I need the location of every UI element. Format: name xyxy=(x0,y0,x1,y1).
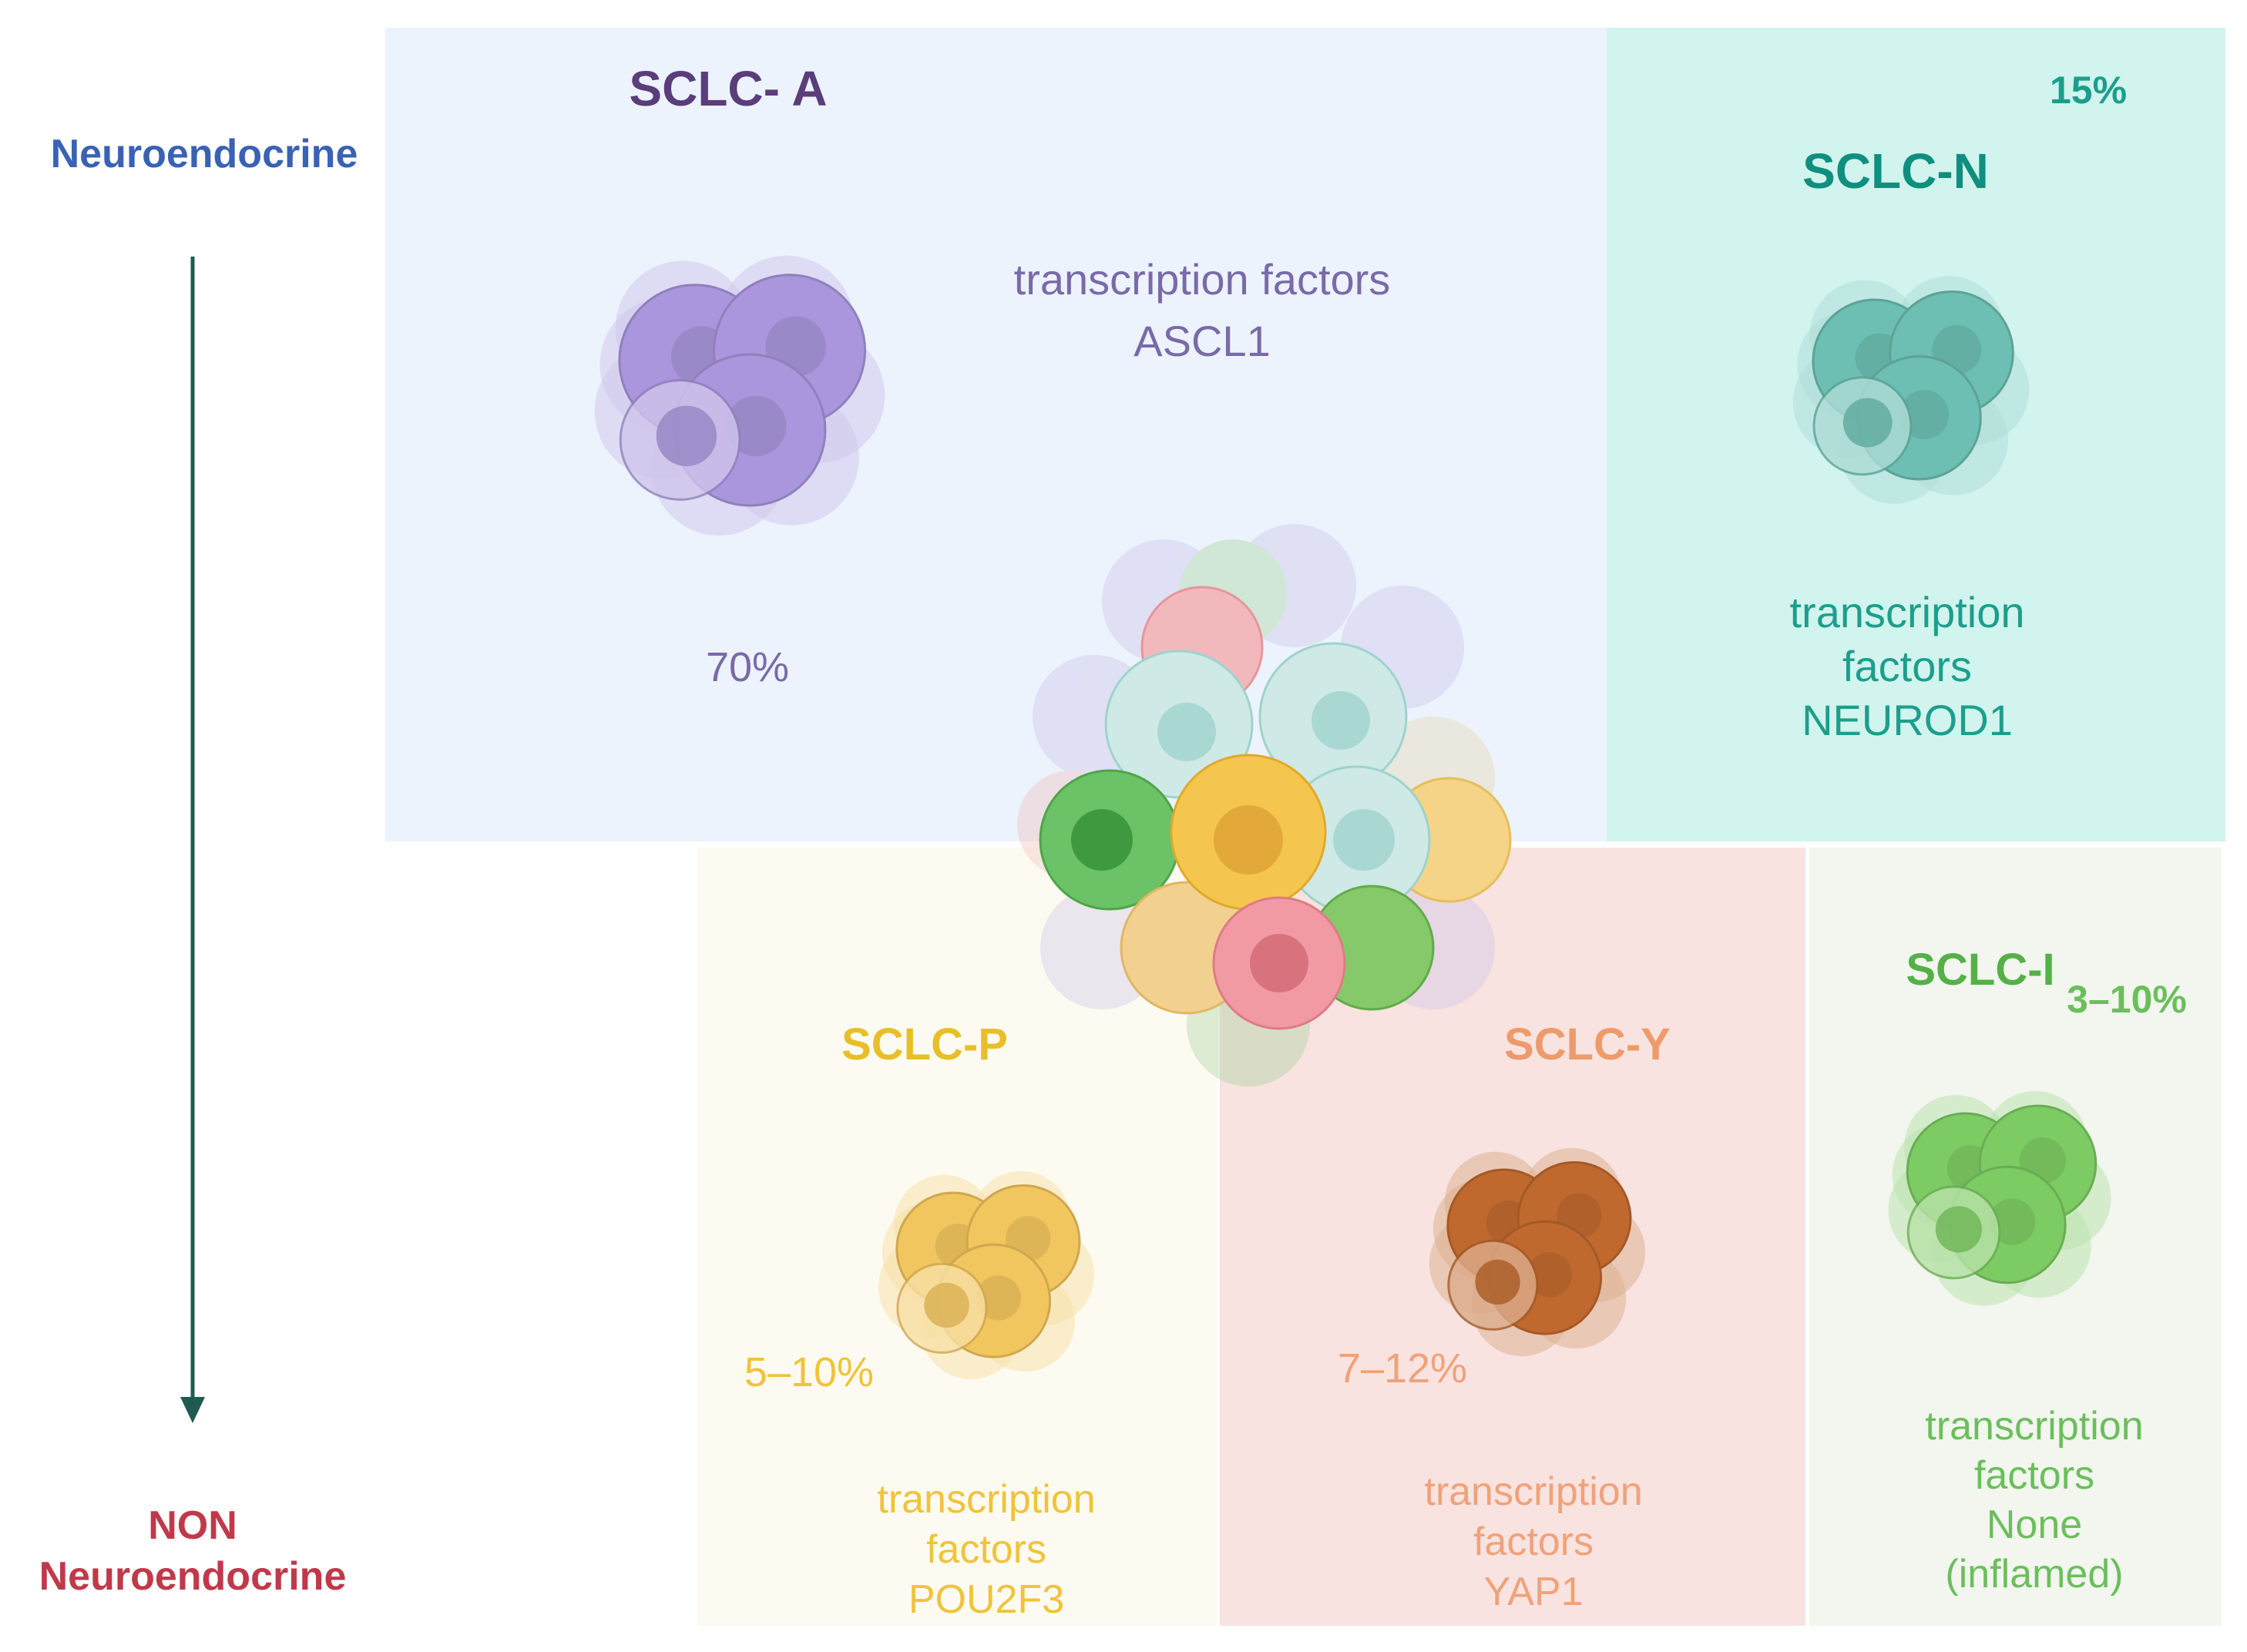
sclc-n-cell-cluster-icon xyxy=(1792,276,2030,504)
sclc-y-tf-line2: factors xyxy=(1473,1519,1594,1564)
sclc-p-tf-name: POU2F3 xyxy=(908,1577,1065,1622)
sclc-y-tf-heading: transcription xyxy=(1424,1469,1643,1514)
mixed-tumor-cell-cluster-icon xyxy=(1017,524,1512,1086)
non-label: NON xyxy=(148,1503,237,1548)
sclc-i-percent: 3–10% xyxy=(2067,978,2187,1021)
sclc-p-percent: 5–10% xyxy=(744,1349,875,1395)
sclc-p-cell-cluster-icon xyxy=(878,1170,1095,1380)
sclc-a-title: SCLC- A xyxy=(629,61,828,116)
sclc-p-tf-line2: factors xyxy=(925,1527,1047,1572)
non-neuroendocrine-label: Neuroendocrine xyxy=(39,1554,347,1599)
sclc-n-title: SCLC-N xyxy=(1802,143,1989,199)
sclc-p-title: SCLC-P xyxy=(841,1019,1008,1069)
sclc-y-tf-name: YAP1 xyxy=(1483,1570,1584,1614)
sclc-a-cell-cluster-icon xyxy=(594,255,885,536)
sclc-i-title: SCLC-I xyxy=(1906,945,2055,995)
sclc-n-tf-line2: factors xyxy=(1842,642,1973,690)
sclc-a-tf-heading: transcription factors xyxy=(1013,255,1391,304)
neuroendocrine-label: Neuroendocrine xyxy=(50,132,358,176)
sclc-a-percent: 70% xyxy=(705,644,790,690)
sclc-i-tf-name: None xyxy=(1986,1503,2083,1547)
gradient-arrow xyxy=(180,257,205,1423)
sclc-i-cell-cluster-icon xyxy=(1888,1090,2111,1306)
sclc-n-tf-heading: transcription xyxy=(1789,588,2025,636)
sclc-a-tf-name: ASCL1 xyxy=(1134,317,1271,365)
sclc-n-tf-name: NEUROD1 xyxy=(1802,696,2013,744)
sclc-i-tf-heading: transcription xyxy=(1925,1404,2144,1449)
sclc-y-cell-cluster-icon xyxy=(1429,1147,1646,1357)
sclc-i-tf-note: (inflamed) xyxy=(1945,1552,2124,1597)
sclc-y-title: SCLC-Y xyxy=(1504,1019,1671,1069)
sclc-n-percent: 15% xyxy=(2049,69,2128,112)
sclc-p-tf-heading: transcription xyxy=(877,1477,1096,1522)
sclc-y-percent: 7–12% xyxy=(1337,1345,1468,1392)
sclc-i-tf-line2: factors xyxy=(1973,1453,2095,1498)
